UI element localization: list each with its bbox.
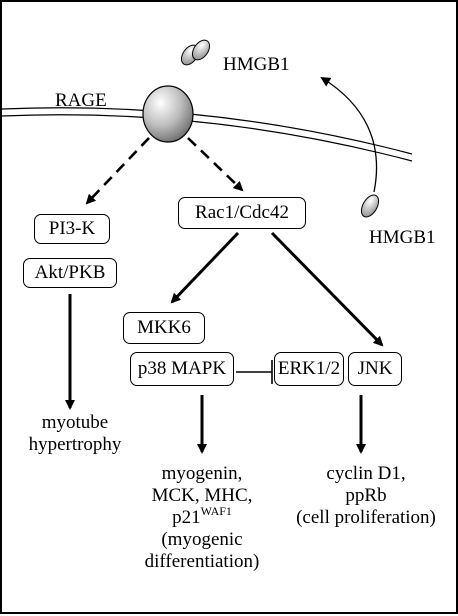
proliferation-line-1: cyclin D1, (326, 463, 406, 484)
jnk-node: JNK (348, 352, 402, 386)
rage-label: RAGE (55, 90, 107, 111)
proliferation-line-3: (cell proliferation) (296, 507, 436, 528)
hmgb1-right-icon (360, 194, 380, 218)
pi3k-node: PI3-K (34, 214, 110, 244)
rac-to-mkk6-arrow (170, 231, 240, 304)
differentiation-line-2: MCK, MHC, (151, 485, 253, 506)
akt-pkb-node: Akt/PKB (23, 258, 117, 288)
membrane-inner (2, 114, 413, 162)
hmgb1-release-arrow (320, 76, 378, 193)
differentiation-line-1: myogenin, (161, 463, 243, 484)
differentiation-line-5: differentiation) (144, 551, 260, 572)
erk12-node: ERK1/2 (274, 352, 344, 386)
p38-mapk-node: p38 MAPK (130, 352, 234, 386)
membrane-outer (2, 107, 413, 155)
hmgb1-top-label: HMGB1 (223, 54, 290, 75)
rac1-cdc42-node: Rac1/Cdc42 (178, 197, 306, 229)
differentiation-line-3: p21WAF1 (137, 504, 267, 529)
mkk6-node: MKK6 (123, 312, 205, 344)
hypertrophy-line-2: hypertrophy (28, 434, 122, 455)
rac-to-jnk-arrow (270, 231, 384, 347)
rage-to-rac-arrow (187, 137, 244, 192)
hypertrophy-line-1: myotube (41, 412, 109, 433)
proliferation-outcome: cyclin D1, ppRb (cell proliferation) (282, 463, 450, 529)
p21-text: p21 (172, 507, 201, 528)
hypertrophy-outcome: myotube hypertrophy (10, 412, 140, 456)
waf1-superscript: WAF1 (200, 504, 232, 518)
differentiation-line-4: (myogenic (161, 529, 243, 550)
proliferation-line-2: ppRb (345, 485, 387, 506)
rage-receptor-icon (142, 85, 194, 143)
differentiation-outcome: myogenin, MCK, MHC, p21WAF1 (myogenic di… (137, 463, 267, 573)
hmgb1-right-label: HMGB1 (369, 227, 436, 248)
rage-to-pi3k-arrow (85, 137, 150, 205)
